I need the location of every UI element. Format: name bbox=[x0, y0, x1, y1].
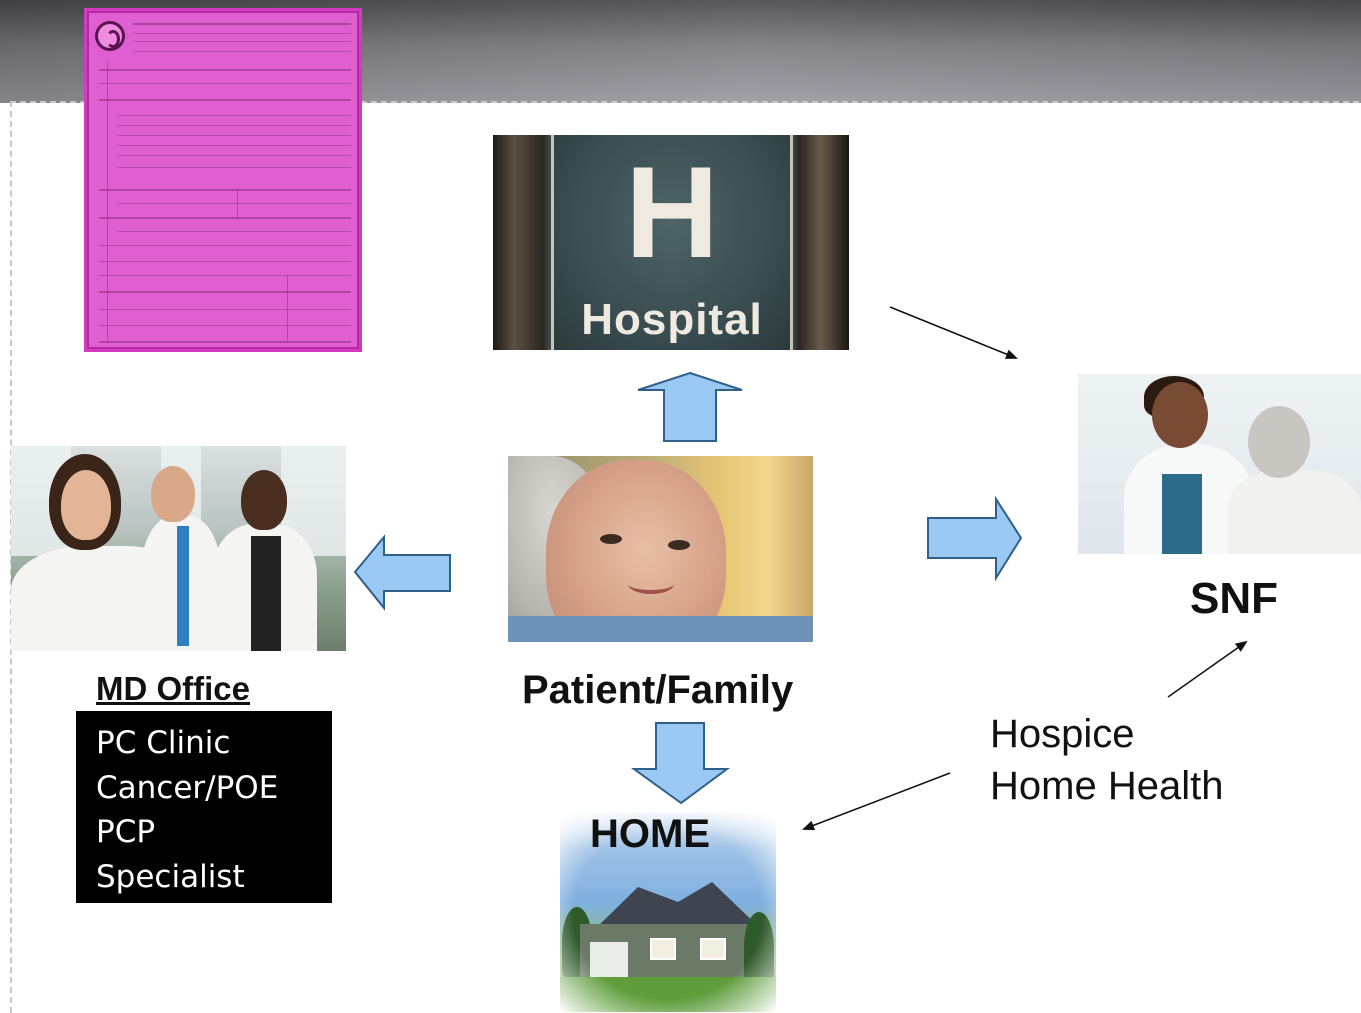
snf-photo bbox=[1078, 374, 1361, 554]
home-photo bbox=[560, 812, 776, 1012]
patient-family-label: Patient/Family bbox=[522, 668, 794, 712]
hospital-sign-word: Hospital bbox=[581, 295, 763, 344]
hospice-label-line2: Home Health bbox=[990, 764, 1224, 808]
md-office-item-cancer-poe: Cancer/POE bbox=[96, 769, 279, 806]
form-logo-icon bbox=[95, 21, 125, 51]
hospital-sign-letter: H bbox=[625, 139, 719, 285]
home-label: HOME bbox=[590, 812, 710, 856]
md-office-item-pcp: PCP bbox=[96, 814, 156, 850]
patient-photo bbox=[508, 456, 813, 642]
md-office-title: MD Office bbox=[96, 670, 251, 707]
md-office-item-pc-clinic: PC Clinic bbox=[96, 725, 231, 761]
doctors-photo bbox=[11, 446, 346, 651]
md-office-list: PC Clinic Cancer/POE PCP Specialist bbox=[76, 711, 332, 903]
form-document-icon bbox=[84, 8, 362, 352]
hospital-sign-panel: H Hospital bbox=[551, 135, 793, 350]
md-office-item-specialist: Specialist bbox=[96, 858, 245, 895]
snf-label: SNF bbox=[1190, 574, 1278, 623]
hospital-sign-image: H Hospital bbox=[493, 135, 849, 350]
hospice-home-health-label: Hospice Home Health bbox=[990, 708, 1223, 812]
hospice-label-line1: Hospice bbox=[990, 712, 1135, 756]
